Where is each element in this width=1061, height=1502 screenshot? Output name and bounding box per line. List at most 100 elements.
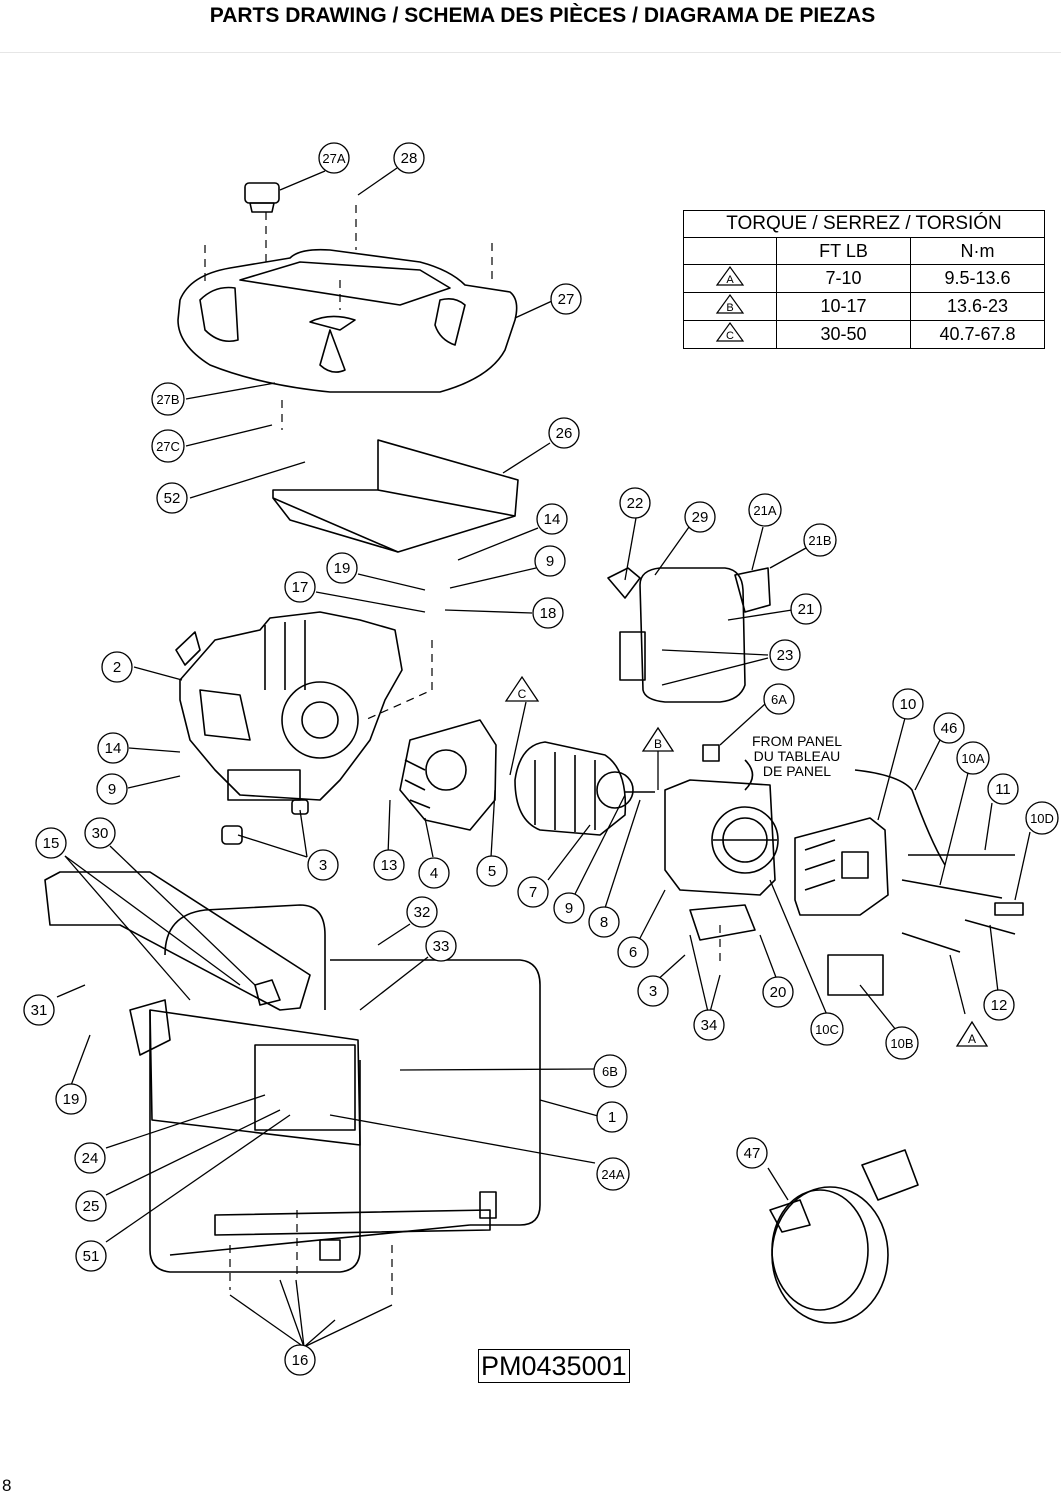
callout-label: 33 xyxy=(433,938,450,955)
callout-label: 34 xyxy=(701,1017,718,1034)
torque-key: A xyxy=(683,264,777,293)
callout-label: 8 xyxy=(600,914,608,931)
callout-label: 27B xyxy=(156,392,179,407)
callout-label: 11 xyxy=(995,781,1011,798)
callout-label: 29 xyxy=(692,509,709,526)
heat-shield-drawing xyxy=(272,439,519,553)
callout-label: 16 xyxy=(292,1352,309,1369)
torque-marker-label: B xyxy=(654,737,662,751)
torque-marker-label: A xyxy=(968,1032,976,1046)
power-cord-drawing xyxy=(769,1149,919,1324)
callout-label: 20 xyxy=(770,984,787,1001)
muffler-drawing xyxy=(607,567,771,703)
panel-note-line: FROM PANEL xyxy=(752,733,842,749)
callout-label: 9 xyxy=(565,900,573,917)
fuel-tank-drawing xyxy=(177,182,518,393)
torque-key-label: C xyxy=(726,330,734,342)
wire-harness-drawing xyxy=(744,759,946,866)
torque-table: TORQUE / SERREZ / TORSIÓN FT LB N·m A 7-… xyxy=(683,210,1045,349)
callout-label: 18 xyxy=(540,605,557,622)
torque-header-blank xyxy=(683,237,777,265)
torque-markers xyxy=(504,675,989,1047)
callout-label: 27 xyxy=(558,291,575,308)
callout-label: 14 xyxy=(105,740,122,757)
tie-rods-drawing xyxy=(689,854,1024,953)
torque-nm: 9.5-13.6 xyxy=(910,264,1045,293)
callout-label: 5 xyxy=(488,863,496,880)
page-title: PARTS DRAWING / SCHEMA DES PIÈCES / DIAG… xyxy=(209,4,876,27)
page-number: 8 xyxy=(2,1476,12,1495)
callout-label: 4 xyxy=(430,865,438,882)
callout-label: 10A xyxy=(961,751,984,766)
callout-label: 6 xyxy=(629,944,637,961)
callout-labels: 27A 28 27 27B 27C 52 26 14 9 19 17 18 22… xyxy=(31,150,1054,1369)
callout-label: 6B xyxy=(602,1064,618,1079)
callout-label: 47 xyxy=(744,1145,761,1162)
torque-nm: 40.7-67.8 xyxy=(910,320,1045,349)
callout-label: 9 xyxy=(108,781,116,798)
callout-label: 46 xyxy=(941,720,958,737)
callout-label: 6A xyxy=(771,692,787,707)
torque-row: A 7-10 9.5-13.6 xyxy=(683,264,1045,293)
control-box-drawing xyxy=(794,817,889,916)
callout-label: 10 xyxy=(900,696,917,713)
callout-label: 30 xyxy=(92,825,109,842)
header-divider xyxy=(0,52,1061,53)
callout-label: 21A xyxy=(753,503,776,518)
callout-label: 10C xyxy=(815,1022,839,1037)
callout-label: 9 xyxy=(546,553,554,570)
callout-label: 19 xyxy=(334,560,351,577)
torque-header-ftlb: FT LB xyxy=(776,237,911,265)
callout-label: 3 xyxy=(649,983,657,1000)
torque-key: C xyxy=(683,320,777,349)
callout-label: 21 xyxy=(798,601,815,618)
callout-label: 27C xyxy=(156,439,180,454)
stator-drawing xyxy=(664,779,779,896)
callout-label: 24 xyxy=(82,1150,99,1167)
drawing-id: PM0435001 xyxy=(478,1349,630,1383)
torque-ftlb: 7-10 xyxy=(776,264,911,293)
callout-label: 21B xyxy=(808,533,831,548)
torque-row: C 30-50 40.7-67.8 xyxy=(683,320,1045,349)
panel-note-line: DU TABLEAU xyxy=(753,748,841,764)
callout-label: 2 xyxy=(113,659,121,676)
torque-marker-c xyxy=(504,675,540,702)
torque-row: B 10-17 13.6-23 xyxy=(683,292,1045,321)
alternator-adapter-drawing xyxy=(399,719,497,831)
callout-label: 52 xyxy=(164,490,181,507)
torque-header-nm: N·m xyxy=(910,237,1045,265)
callout-label: 15 xyxy=(43,835,60,852)
callout-label: 12 xyxy=(991,997,1008,1014)
callout-label: 1 xyxy=(608,1109,616,1126)
torque-key-label: B xyxy=(726,302,733,314)
engine-drawing xyxy=(175,611,403,845)
rotor-drawing xyxy=(514,741,655,836)
torque-key-label: A xyxy=(726,274,734,286)
assembly-dashed-lines xyxy=(204,205,721,1300)
callout-label: 13 xyxy=(381,857,398,874)
torque-nm: 13.6-23 xyxy=(910,292,1045,321)
frame-drawing xyxy=(44,871,541,1273)
callout-circles xyxy=(23,142,1059,1376)
callout-label: 3 xyxy=(319,857,327,874)
callout-label: 26 xyxy=(556,425,573,442)
torque-ftlb: 30-50 xyxy=(776,320,911,349)
receptacle-panel-10b-drawing xyxy=(827,954,884,996)
torque-ftlb: 10-17 xyxy=(776,292,911,321)
callout-label: 22 xyxy=(627,495,644,512)
panel-note: FROM PANEL DU TABLEAU DE PANEL xyxy=(752,734,842,779)
torque-marker-a xyxy=(955,1020,989,1047)
callout-label: 23 xyxy=(777,647,794,664)
callout-label: 17 xyxy=(292,579,309,596)
callout-label: 51 xyxy=(83,1248,100,1265)
callout-label: 14 xyxy=(544,511,561,528)
torque-table-title: TORQUE / SERREZ / TORSIÓN xyxy=(683,210,1045,238)
callout-label: 32 xyxy=(414,904,431,921)
callout-label: 28 xyxy=(401,150,418,167)
callout-label: 7 xyxy=(529,884,537,901)
callout-label: 27A xyxy=(322,151,345,166)
torque-key: B xyxy=(683,292,777,321)
torque-marker-b xyxy=(641,726,675,752)
callout-label: 31 xyxy=(31,1002,48,1019)
